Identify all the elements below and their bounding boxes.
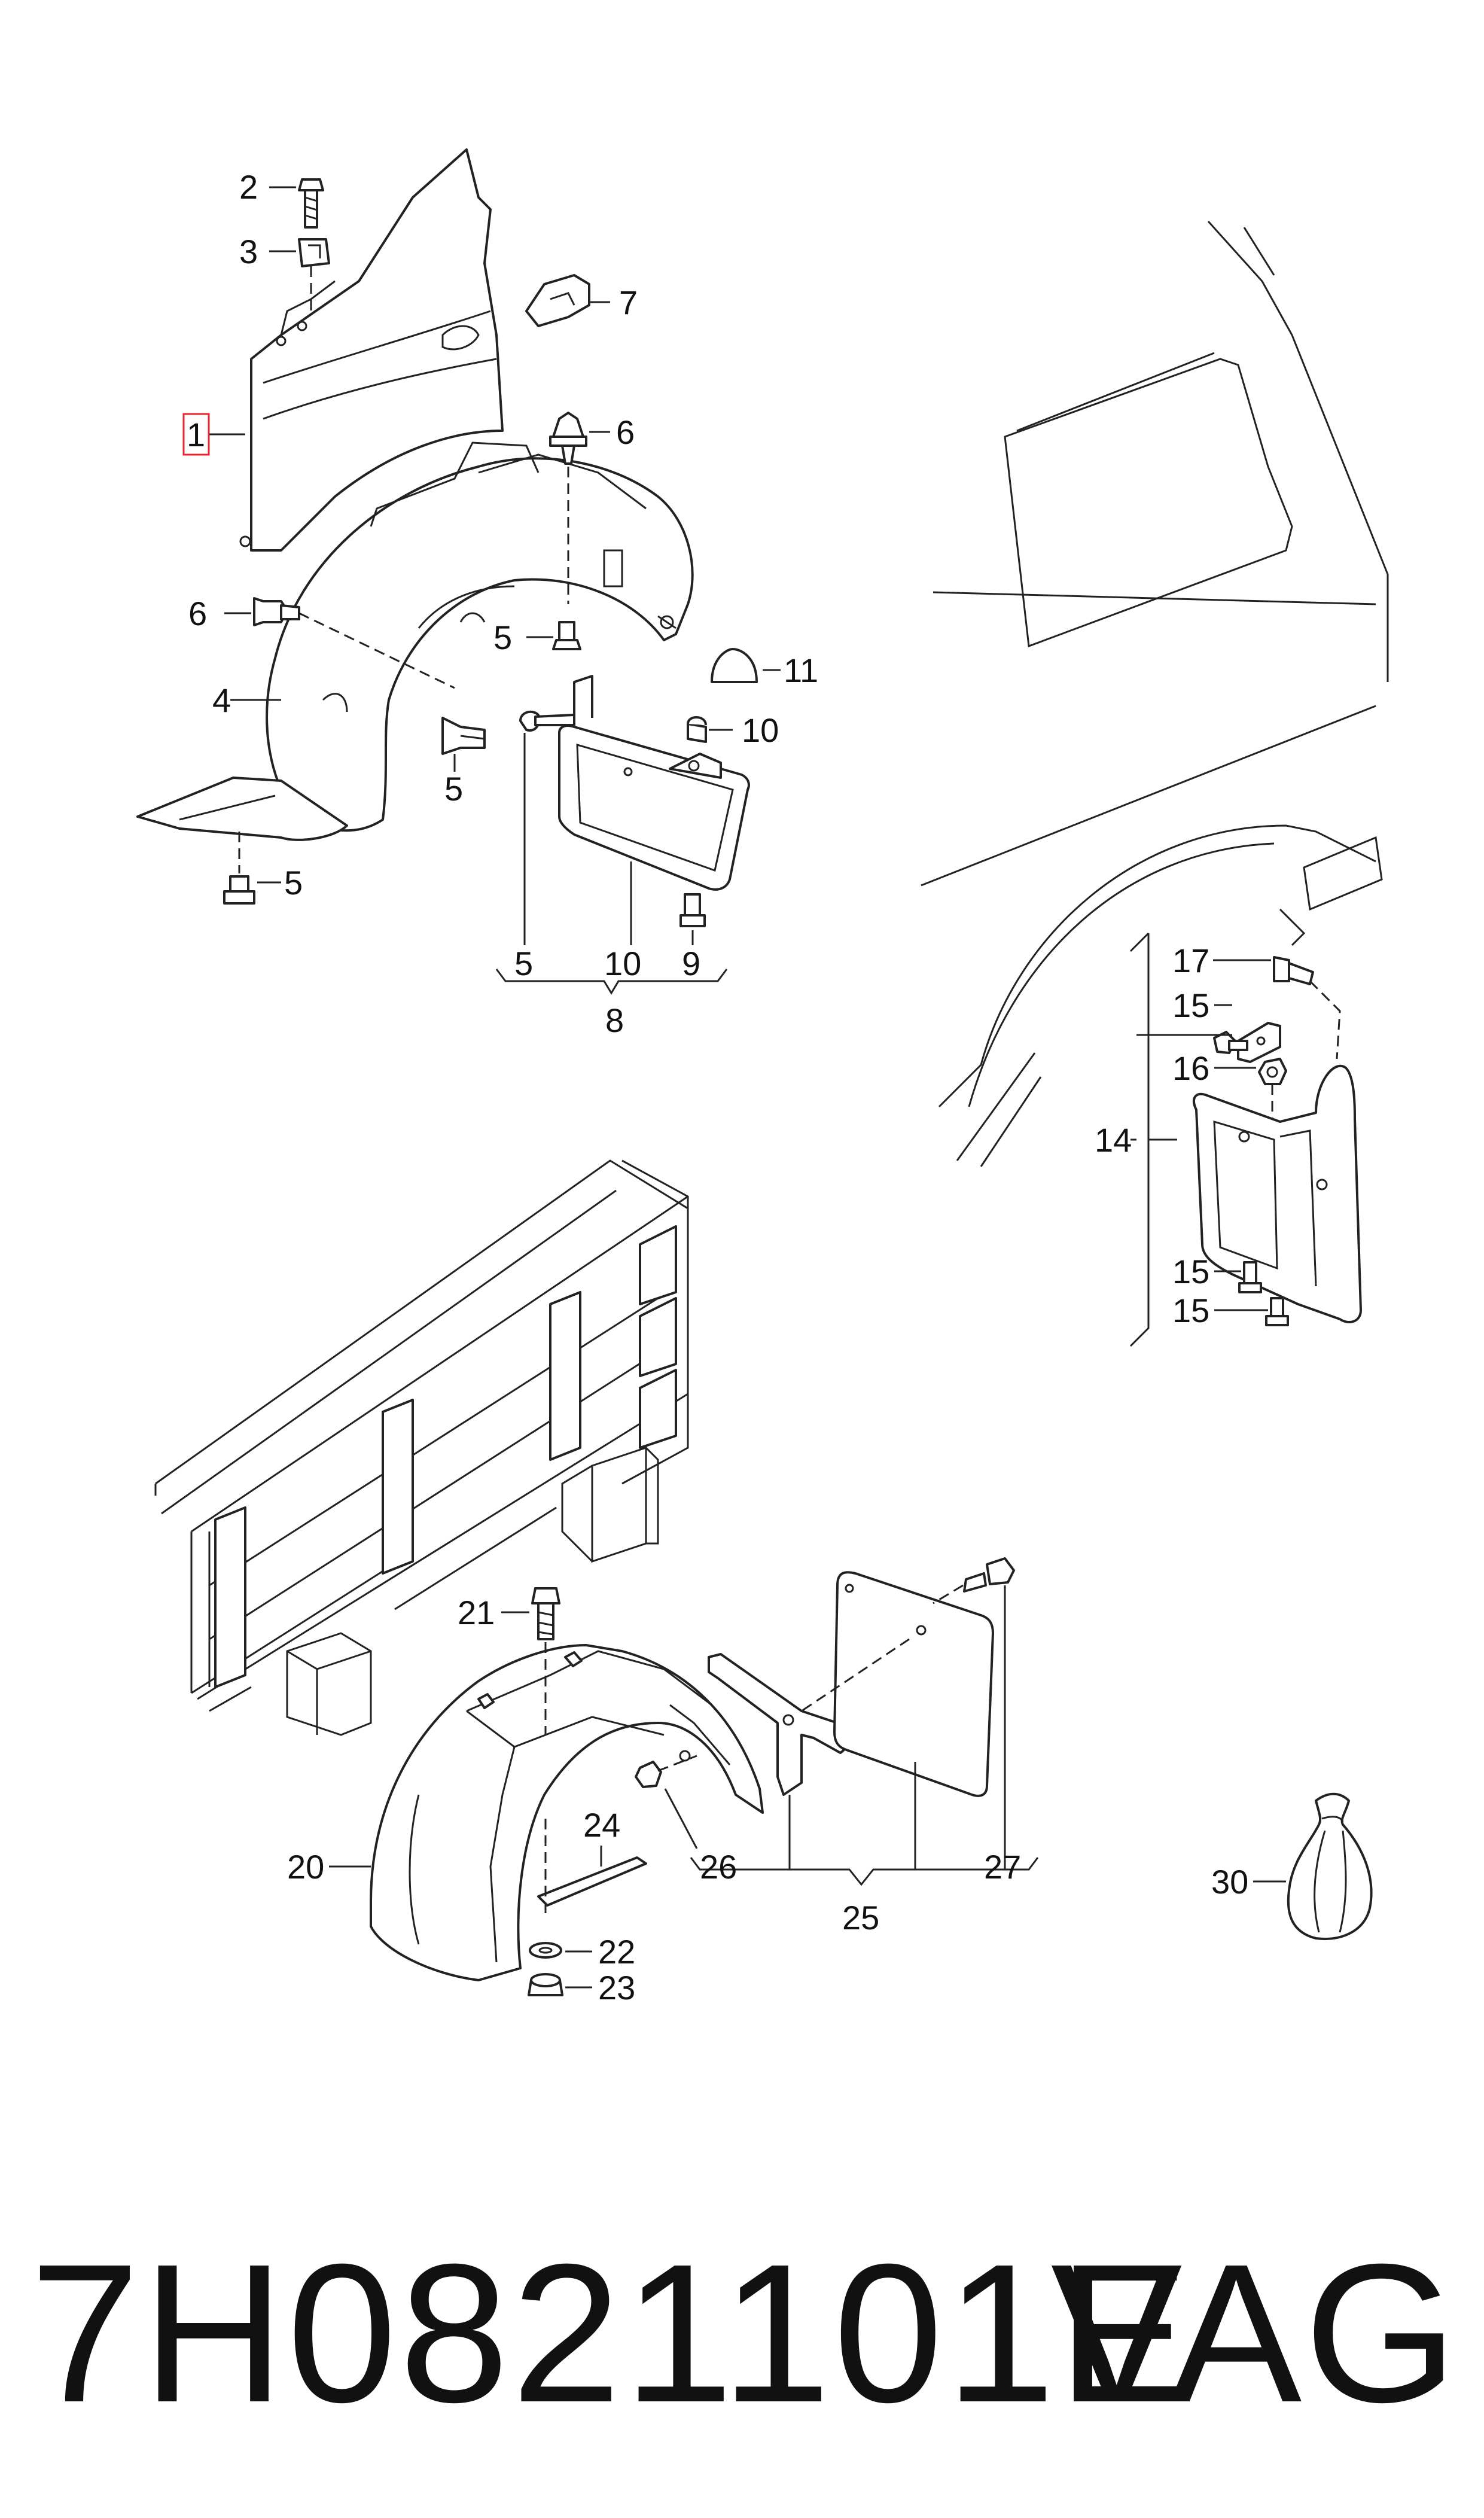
rear-fender-20 <box>370 1644 764 1981</box>
callout-7: 7 <box>619 284 638 321</box>
nut-23 <box>528 1973 563 1996</box>
rear-mud-flap-14 <box>1193 1064 1362 1323</box>
bolt-15-top <box>1213 1031 1248 1054</box>
callout-26: 26 <box>700 1848 737 1886</box>
callout-11: 11 <box>784 651 818 689</box>
callout-5-flap: 5 <box>514 945 533 982</box>
callout-6-top: 6 <box>616 413 635 451</box>
callout-5-liner: 5 <box>493 619 512 656</box>
front-fender <box>239 148 504 552</box>
callout-3: 3 <box>239 233 258 270</box>
bolt-2 <box>298 178 324 229</box>
brand-label: VAG <box>1050 2222 1460 2443</box>
screw-5-liner-right <box>441 717 486 755</box>
parts-diagram: 1 2 3 7 6 6 4 5 11 10 5 5 5 10 9 8 17 15… <box>136 148 1389 2007</box>
callout-6-left: 6 <box>188 595 207 632</box>
nut-16 <box>1258 1058 1287 1085</box>
callout-14: 14 <box>1095 1121 1132 1159</box>
spring-nut-10 <box>687 716 707 743</box>
callout-17: 17 <box>1172 942 1209 979</box>
callout-22: 22 <box>598 1933 635 1971</box>
bracket-7 <box>525 274 590 327</box>
callout-9: 9 <box>682 945 700 982</box>
bolt-21 <box>531 1587 560 1640</box>
screw-9 <box>679 893 706 927</box>
callout-30: 30 <box>1211 1863 1248 1901</box>
callout-8: 8 <box>605 1001 624 1039</box>
callout-15-bottom: 15 <box>1172 1292 1209 1329</box>
callout-15-top: 15 <box>1172 987 1209 1024</box>
callout-5-right: 5 <box>444 770 463 808</box>
bolt-27 <box>963 1557 1015 1593</box>
strap-24 <box>537 1856 647 1907</box>
callout-21: 21 <box>458 1594 495 1631</box>
bracket-plate-rear <box>1237 1022 1281 1063</box>
callout-15-middle: 15 <box>1172 1253 1209 1290</box>
clip-nut-3 <box>298 238 330 267</box>
callout-10-flap: 10 <box>604 945 641 982</box>
plug-11 <box>711 648 758 683</box>
truck-bed-outline <box>154 1159 689 1736</box>
mud-flap-10 <box>558 675 750 891</box>
callout-23: 23 <box>598 1969 635 2007</box>
callout-10-nut: 10 <box>742 711 779 749</box>
bolt-5-liner <box>552 621 581 650</box>
bolt-15-bottom <box>1265 1297 1289 1326</box>
bolt-5-liner-bottom <box>223 875 255 905</box>
callout-24: 24 <box>583 1806 620 1844</box>
callout-2: 2 <box>239 168 258 206</box>
clip-6-top <box>549 412 587 465</box>
callout-1: 1 <box>187 416 205 453</box>
footer: 7H0821101E VAG <box>0 2213 1484 2465</box>
washer-22 <box>529 1942 562 1959</box>
leader-lines <box>182 186 1286 1989</box>
callout-numbers: 1 2 3 7 6 6 4 5 11 10 5 5 5 10 9 8 17 15… <box>187 168 1248 2007</box>
callout-25: 25 <box>842 1899 879 1937</box>
van-body-outline <box>921 220 1389 1167</box>
callout-20: 20 <box>287 1848 324 1886</box>
bolt-17 <box>1273 956 1314 985</box>
bolt-15-middle <box>1238 1261 1262 1293</box>
callout-4: 4 <box>212 681 231 719</box>
clip-6-left <box>253 597 300 626</box>
bag-30 <box>1287 1792 1373 1940</box>
part-number: 7H0821101E <box>30 2222 1192 2443</box>
wheel-housing-liner <box>136 442 694 841</box>
screw-5-flap <box>519 710 575 732</box>
callout-16: 16 <box>1172 1049 1209 1087</box>
callout-5-bottom: 5 <box>284 864 303 902</box>
nut-26 <box>635 1761 662 1788</box>
rear-mud-flap-plate <box>833 1571 994 1797</box>
callout-27: 27 <box>984 1848 1021 1886</box>
callout-1-highlight <box>182 413 210 456</box>
